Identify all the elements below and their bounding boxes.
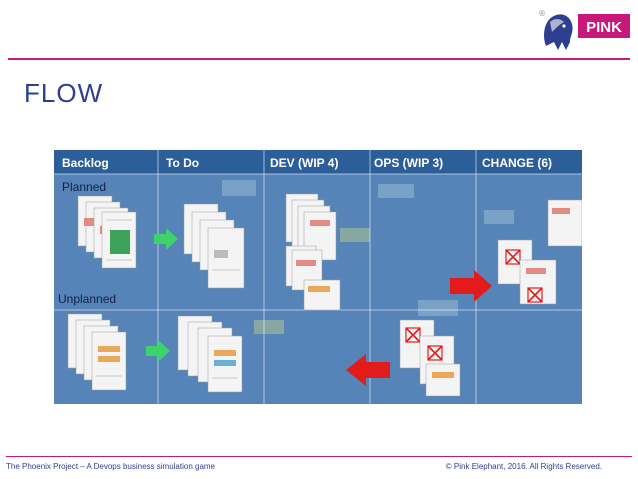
kanban-board: Backlog To Do DEV (WIP 4) OPS (WIP 3) CH… [54,150,582,404]
backlog-unplanned-cards [67,313,127,391]
lane-label-planned: Planned [62,180,107,194]
header-divider [8,58,630,60]
slide-title: FLOW [24,78,104,108]
column-header-ops: OPS (WIP 3) [374,156,444,170]
svg-text:®: ® [538,9,546,18]
elephant-icon [544,14,573,51]
footer-text-right: © Pink Elephant, 2016. All Rights Reserv… [445,462,602,471]
column-header-todo: To Do [166,156,200,170]
dev-planned-cards [285,193,341,311]
ops-unplanned-cards [399,319,461,397]
lane-label-unplanned: Unplanned [58,292,117,306]
footer-text-left: The Phoenix Project – A Devops business … [6,462,216,471]
green-flow-arrows [146,228,178,362]
brand-logo-text: PINK [586,19,622,36]
backlog-planned-cards [77,195,137,269]
column-header-dev: DEV (WIP 4) [270,156,339,170]
board-photo [54,150,582,404]
footer-divider [6,456,632,457]
column-header-change: CHANGE (6) [482,156,553,170]
column-header-backlog: Backlog [62,156,109,170]
todo-unplanned-cards [177,315,243,393]
todo-planned-cards [183,203,245,289]
pink-elephant-logo: ® PINK [538,9,630,51]
change-planned-cards [497,199,582,305]
red-flow-arrows [346,270,492,386]
